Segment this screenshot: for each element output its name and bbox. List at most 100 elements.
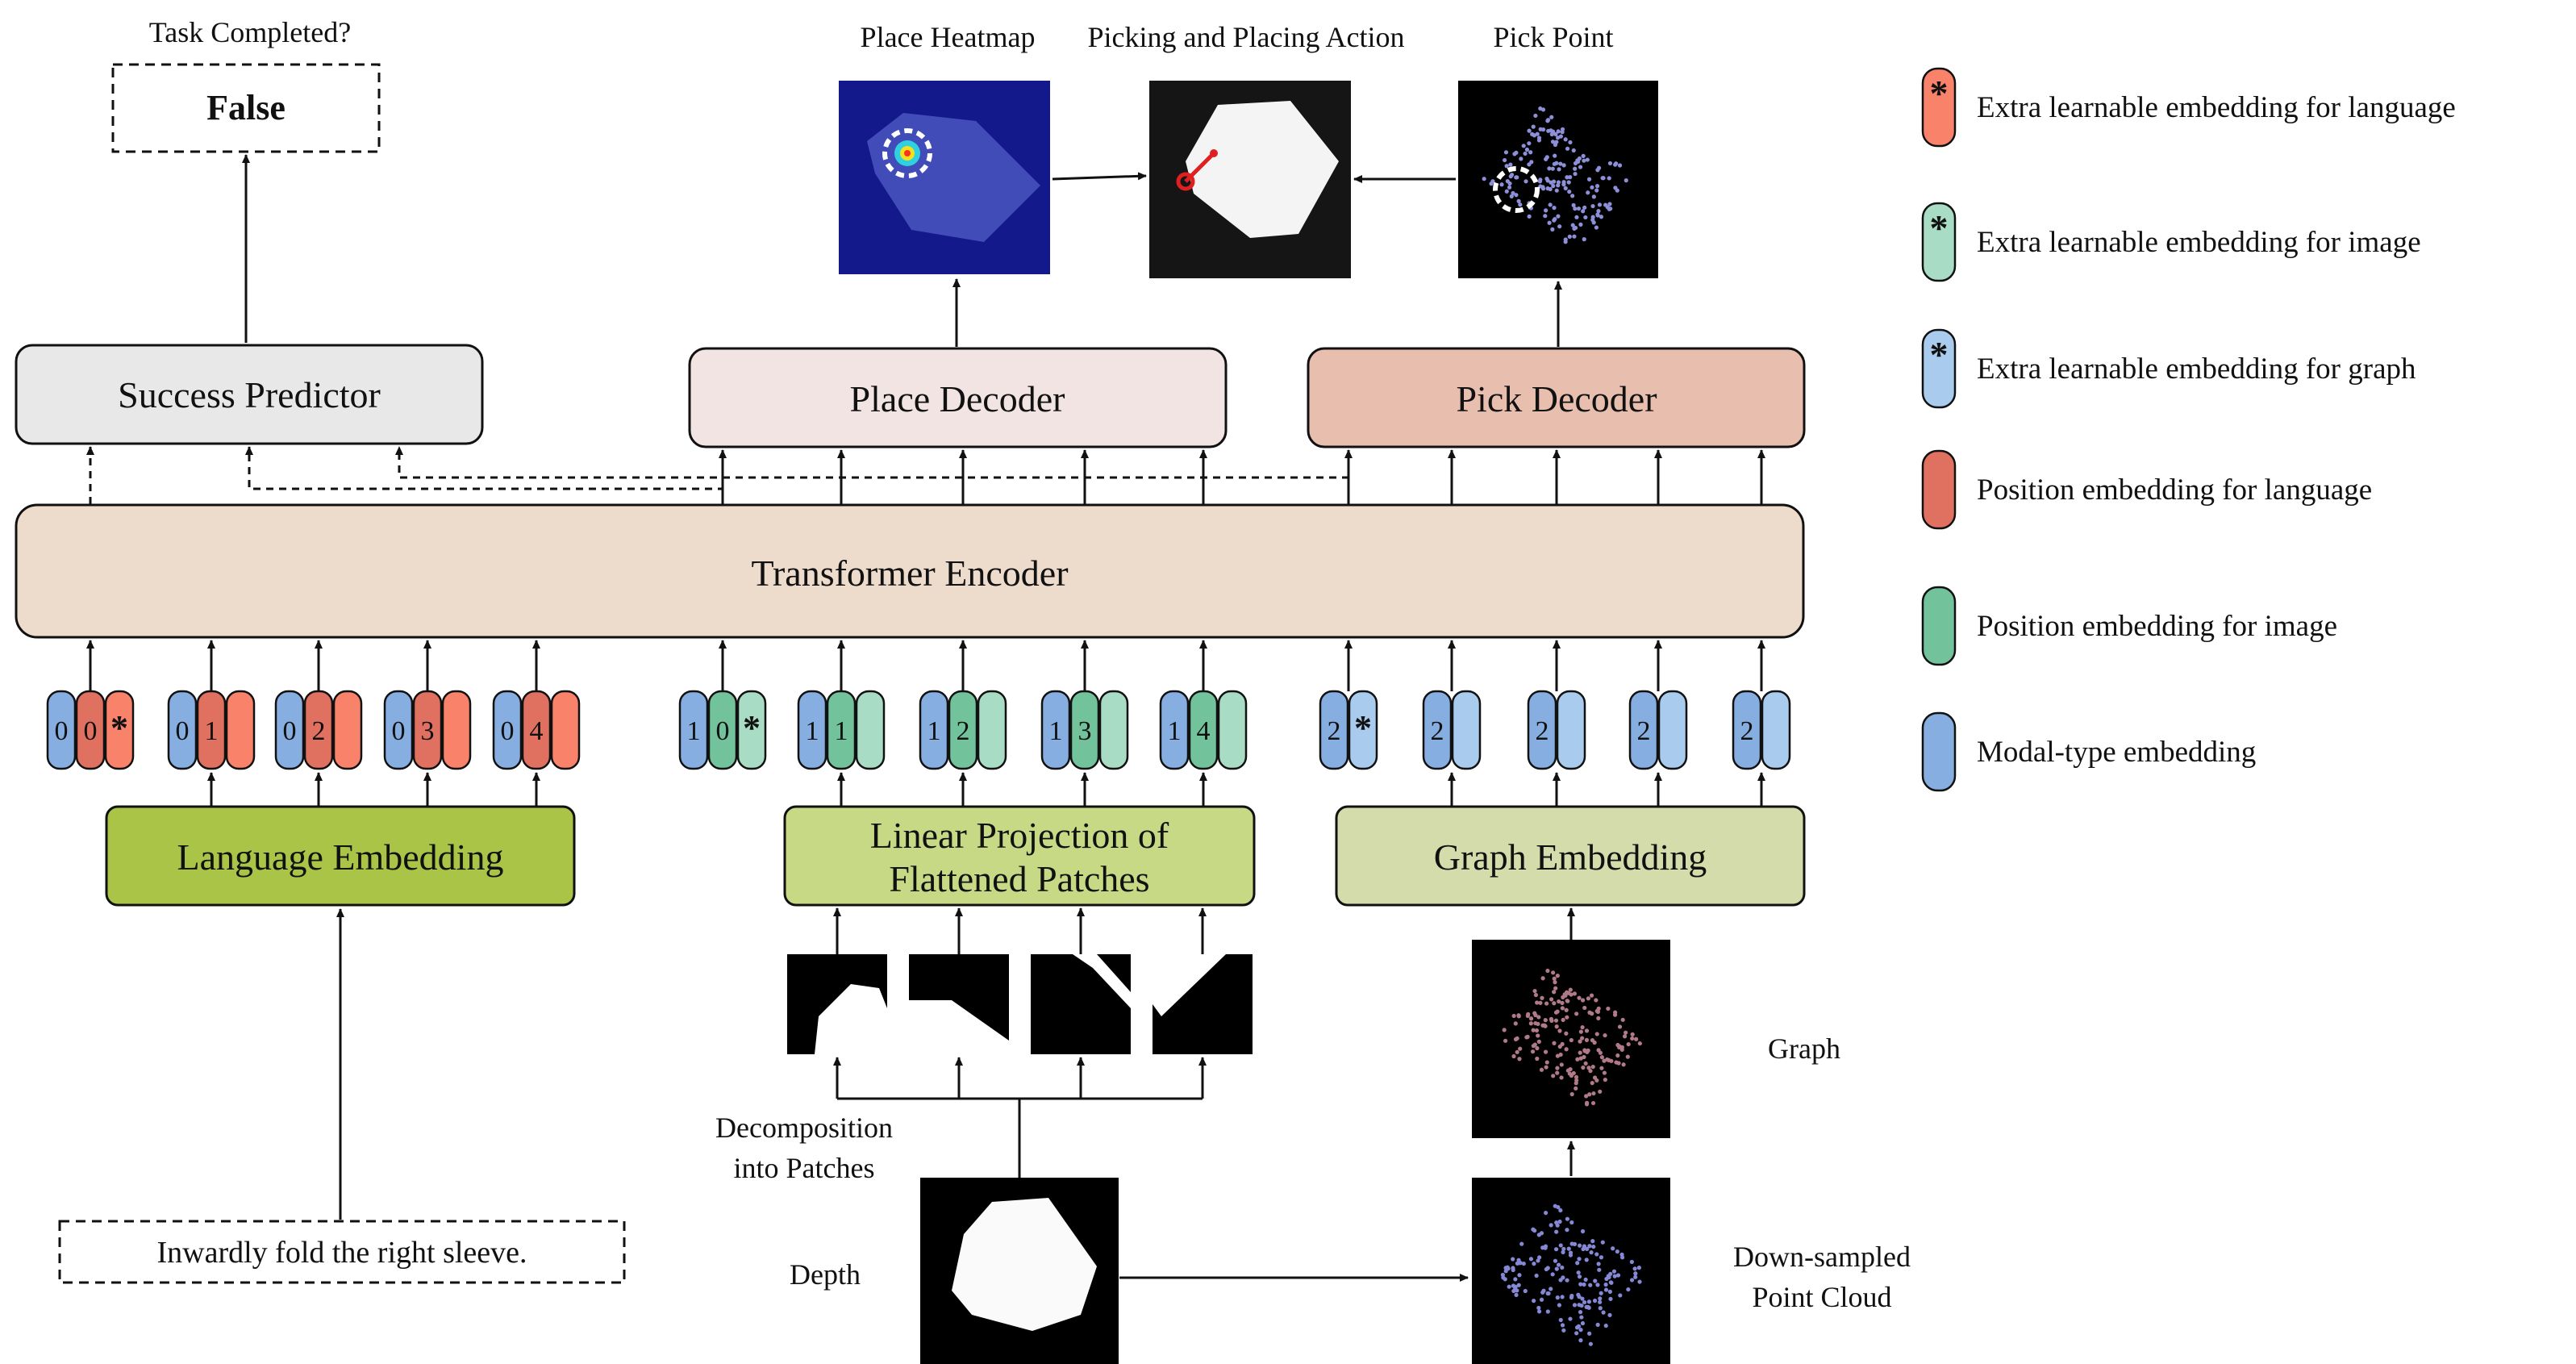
extra-embedding-cell-label: * [743,708,761,748]
extra-embedding-cell [550,690,581,770]
modal-type-cell [274,690,305,770]
embedding-to-token-arrows [207,772,1765,807]
linear-projection: Linear Projection of Flattened Patches [783,805,1256,907]
success-output: Task Completed? False [111,16,381,343]
modal-type-cell [1422,690,1453,770]
pick-decoder: Pick Decoder [1307,347,1806,448]
pointcloud-label-line1: Down-sampled [1733,1241,1911,1273]
modal-type-cell [167,690,198,770]
legend-label: Position embedding for image [1977,610,2337,643]
extra-embedding-cell [1217,690,1248,770]
extra-embedding-cell-label: * [1354,708,1372,748]
transformer-encoder-label: Transformer Encoder [751,553,1068,594]
extra-embedding-cell [1348,690,1378,770]
modal-type-cell [1159,690,1190,770]
legend-label: Modal-type embedding [1977,736,2256,769]
heatmap-hotspot [882,128,932,178]
patch-to-projection-arrows [833,907,1207,954]
modal-type-cell-label: 0 [283,716,297,746]
legend-label: Position embedding for language [1977,473,2372,507]
modal-type-cell [1628,690,1659,770]
legend-item: *Extra learnable embedding for graph [1921,328,2416,409]
modal-type-cell-label: 0 [501,716,515,746]
place-heatmap: Place Heatmap [839,21,1050,274]
pointcloud-points [1500,1203,1642,1346]
legend-label: Extra learnable embedding for language [1977,91,2456,124]
linear-projection-label-line2: Flattened Patches [889,858,1149,899]
action-label: Picking and Placing Action [1088,21,1405,53]
modal-type-cell-label: 1 [806,716,819,746]
legend-swatch [1921,202,1957,282]
legend-item: Position embedding for image [1921,586,2337,666]
pick-point: Pick Point [1458,21,1658,278]
modal-type-cell [46,690,77,770]
patch-4 [1153,954,1253,1054]
transformer-encoder: Transformer Encoder [15,503,1805,639]
legend-swatch [1921,586,1957,666]
graph-token: 2* [1319,690,1378,770]
graph-token: 2 [1422,690,1482,770]
modal-type-cell-label: 1 [1168,716,1182,746]
depth-image [920,1178,1119,1364]
legend-symbol: * [1930,73,1949,114]
decomposition-arrows [833,1057,1207,1178]
legend-swatch [1921,711,1957,792]
modal-type-cell-label: 2 [1328,716,1341,746]
depth-label: Depth [790,1258,861,1291]
modal-type-cell-label: 0 [392,716,406,746]
extra-embedding-cell [104,690,135,770]
legend-label: Extra learnable embedding for image [1977,226,2421,259]
pick-decoder-label: Pick Decoder [1456,378,1657,419]
position-cell-label: 3 [421,716,435,746]
modal-type-cell [1732,690,1762,770]
extra-embedding-cell [1098,690,1129,770]
extra-embedding-cell-label: * [110,708,128,748]
position-cell-label: 3 [1078,716,1092,746]
place-decoder-label: Place Decoder [850,378,1065,419]
patch-2 [909,954,1009,1054]
modal-type-cell [492,690,523,770]
place-heatmap-label: Place Heatmap [861,21,1036,53]
modal-type-cell-label: 1 [687,716,701,746]
modal-type-cell-label: 0 [55,716,69,746]
patch-3 [1031,954,1131,1054]
pick-point-label: Pick Point [1493,21,1613,53]
graph-label: Graph [1768,1032,1840,1065]
modal-type-cell [919,690,949,770]
graph-token: 2 [1527,690,1586,770]
instruction-input: Inwardly fold the right sleeve. [58,1220,626,1284]
pick-point-marker [1493,166,1540,213]
extra-embedding-cell [736,690,767,770]
position-cell-label: 2 [957,716,970,746]
legend-item: Modal-type embedding [1921,711,2256,792]
extra-embedding-cell [1556,690,1586,770]
modal-type-cell-label: 2 [1740,716,1754,746]
legend-item: *Extra learnable embedding for image [1921,202,2421,282]
linear-projection-label-line1: Linear Projection of [870,815,1169,856]
graph-token: 2 [1628,690,1688,770]
legend-symbol: * [1930,334,1949,375]
legend-swatch [1921,328,1957,409]
extra-embedding-cell [225,690,256,770]
modal-type-cell [383,690,414,770]
success-predictor-label: Success Predictor [118,374,381,415]
arrow-heatmap-to-action [1052,172,1147,181]
extra-embedding-cell [977,690,1007,770]
modal-type-cell [1040,690,1071,770]
pointcloud-image [1472,1178,1670,1364]
pick-point-image [1458,81,1658,278]
language-embedding: Language Embedding [105,805,576,907]
extra-embedding-cell [1761,690,1791,770]
modal-type-cell-label: 2 [1431,716,1444,746]
position-cell-label: 2 [312,716,326,746]
decomposition-label-line1: Decomposition [715,1112,893,1144]
position-cell-label: 1 [835,716,848,746]
modal-type-cell [1527,690,1557,770]
decomposition-label-line2: into Patches [734,1152,875,1184]
